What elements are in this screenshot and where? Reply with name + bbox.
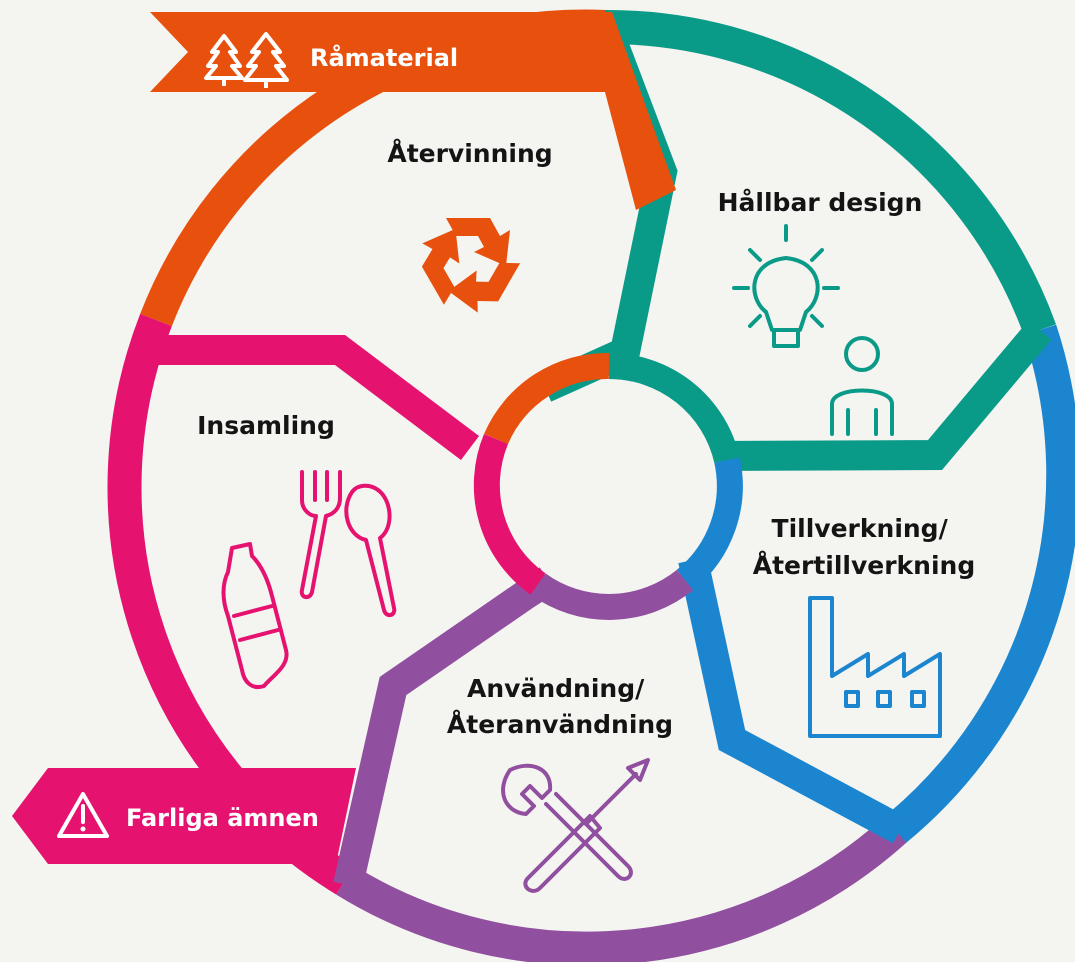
trees-icon — [204, 32, 289, 88]
spoon-icon — [344, 483, 397, 617]
hub-ring — [473, 352, 743, 620]
banner-shape — [12, 768, 356, 864]
label-collection: Insamling — [197, 411, 335, 440]
ring-arc-design — [604, 9, 1056, 336]
ring-arc-manufacturing — [884, 324, 1075, 844]
hub-arc-usage — [530, 569, 694, 620]
person-icon — [830, 336, 894, 436]
fork-icon — [299, 470, 342, 599]
divider-design-manufacturing — [719, 320, 1052, 471]
warning-icon — [57, 792, 109, 838]
divider-collection-recycling — [156, 335, 480, 460]
lightbulb-icon — [732, 224, 840, 348]
label-manufacturing-line1: Tillverkning/ — [772, 514, 949, 543]
banner-bottom-label: Farliga ämnen — [126, 804, 319, 832]
divider-manufacturing-usage — [678, 556, 908, 844]
label-manufacturing-line2: Återtillverkning — [753, 551, 976, 580]
screwdriver-icon — [523, 758, 650, 893]
hazardous-banner: Farliga ämnen — [12, 768, 356, 864]
hub-arc-collection — [473, 434, 546, 595]
lightbulb-person-icon — [732, 224, 894, 436]
bottle-cutlery-icon — [221, 470, 397, 689]
label-manufacturing: Tillverkning/ Återtillverkning — [753, 514, 976, 580]
banner-top-label: Råmaterial — [310, 43, 458, 72]
label-usage-line2: Återanvändning — [447, 710, 673, 739]
label-recycling: Återvinning — [387, 139, 552, 168]
recycle-icon — [421, 218, 521, 313]
label-usage: Användning/ Återanvändning — [447, 674, 673, 739]
label-usage-line1: Användning/ — [467, 674, 645, 703]
ring-arc-usage — [336, 817, 907, 962]
label-design: Hållbar design — [718, 188, 923, 217]
bottle-icon — [221, 542, 289, 689]
factory-icon — [808, 596, 942, 738]
hub-arc-recycling — [484, 352, 610, 445]
wrench-icon — [501, 763, 633, 881]
wrench-screwdriver-icon — [501, 758, 650, 893]
hub-arc-design — [608, 353, 740, 464]
hub-arc-manufacturing — [676, 457, 743, 591]
raw-material-banner: Råmaterial — [150, 12, 676, 210]
